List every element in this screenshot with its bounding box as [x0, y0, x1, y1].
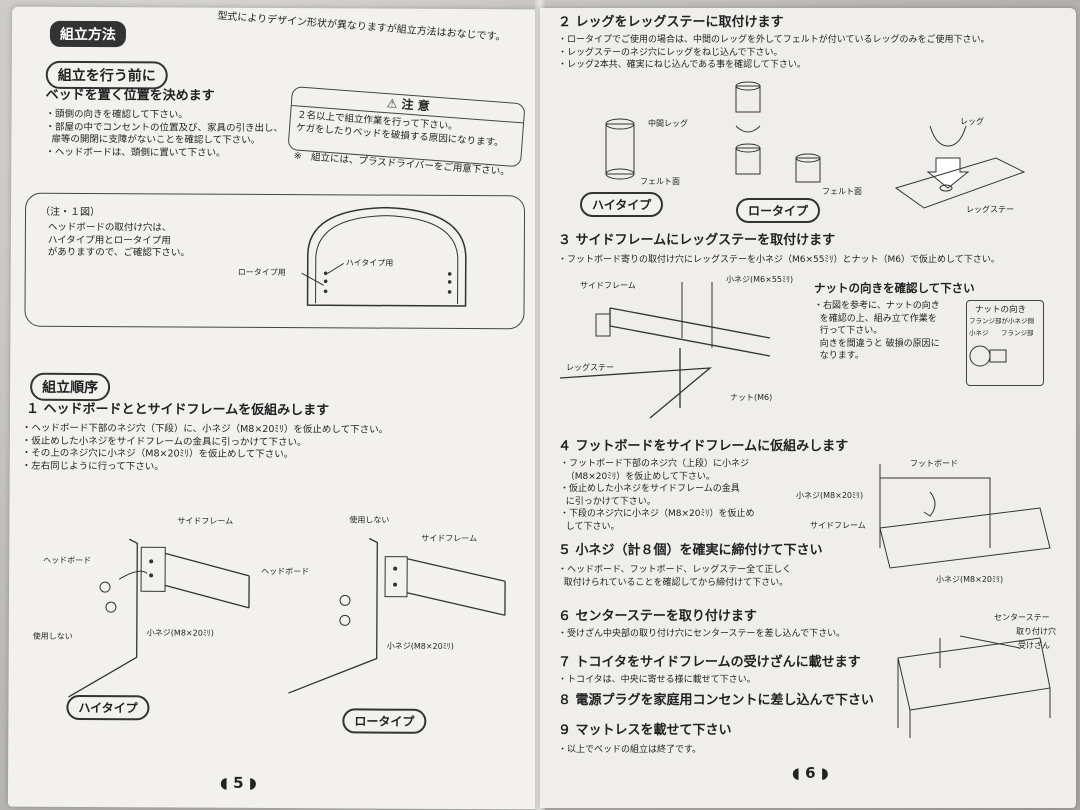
fig-felt-1: フェルト面 — [640, 177, 680, 186]
left-page: 組立方法 型式によりデザイン形状が異なりますが組立方法はおなじです。 組立を行う… — [7, 6, 541, 810]
fig-leg-stay: レッグステー — [966, 205, 1014, 214]
step8-title: ８ 電源プラグを家庭用コンセントに差し込んで下さい — [558, 693, 874, 708]
page-number-right: ◖ 6 ◗ — [792, 764, 829, 782]
fig-felt-2: フェルト面 — [822, 187, 862, 196]
nut-text: ・右図を参考に、ナットの向き を確認の上、組み立て作業を 行って下さい。 向きを… — [814, 301, 940, 361]
step9-bullet: ・以上でベッドの組立は終了です。 — [558, 745, 702, 755]
nut-title: ナットの向きを確認して下さい — [814, 281, 975, 295]
step5-bullets: ・ヘッドボード、フットボード、レッグステー全て正しく 取付けられていることを確認… — [558, 565, 792, 588]
nut-small-screw: 小ネジ — [969, 329, 989, 337]
fig-screw-high: 小ネジ(M8×20ﾐﾘ) — [146, 628, 214, 638]
step2-title: ２ レッグをレッグステーに取付けます — [558, 15, 784, 30]
fig6-hole: 取り付け穴 — [1016, 627, 1056, 636]
note-box: （注・１図） ヘッドボードの取付け穴は、 ハイタイプ用とロータイプ用 があります… — [24, 192, 526, 330]
low-type-label: ロータイプ — [342, 708, 427, 734]
page-number-left: ◖ 5 ◗ — [219, 773, 257, 792]
step4-title: ４ フットボードをサイドフレームに仮組みします — [558, 439, 849, 454]
fig3-nut: ナット(M6) — [730, 393, 773, 402]
step5-title: ５ 小ネジ（計８個）を確実に締付けて下さい — [558, 543, 823, 558]
fig-middle-leg: 中間レッグ — [648, 119, 688, 128]
fig-leg: レッグ — [960, 117, 984, 126]
fig-side-frame-low: サイドフレーム — [421, 533, 478, 544]
step2-bullets: ・ロータイプでご使用の場合は、中間のレッグを外してフェルトが付いているレッグのみ… — [558, 35, 990, 70]
fig3-leg-stay: レッグステー — [566, 363, 614, 372]
fig6-center-stay: センターステー — [994, 613, 1050, 622]
step3-title: ３ サイドフレームにレッグステーを取付けます — [558, 233, 836, 248]
fig3-screw: 小ネジ(M6×55ﾐﾘ) — [726, 275, 794, 284]
fig6-rail: 受けざん — [1018, 641, 1050, 650]
fig4-screw: 小ネジ(M8×20ﾐﾘ) — [796, 491, 864, 500]
fig-headboard-high: ヘッドボード — [43, 555, 92, 566]
step3-bullet: ・フットボード寄りの取付け穴にレッグステーを小ネジ（M6×55ﾐﾘ）とナット（M… — [558, 255, 1000, 265]
low-type-label-right: ロータイプ — [736, 198, 821, 223]
step4-bullets: ・フットボード下部のネジ穴（上段）に小ネジ （M8×20ﾐﾘ）を仮止めして下さい… — [560, 459, 755, 532]
leg-figures — [559, 81, 1051, 738]
step7-bullet: ・トコイタは、中央に寄せる様に載せて下さい。 — [558, 675, 756, 685]
nut-flange: フランジ部 — [1001, 329, 1034, 337]
fig-screw-low: 小ネジ(M8×20ﾐﾘ) — [386, 641, 454, 651]
step7-title: ７ トコイタをサイドフレームの受けざんに載せます — [558, 655, 861, 670]
high-type-label-right: ハイタイプ — [580, 192, 664, 217]
nut-box-title: ナットの向き — [975, 305, 1027, 315]
fig-side-frame-high: サイドフレーム — [177, 516, 234, 526]
fig-headboard-low: ヘッドボード — [261, 566, 310, 577]
fig-unused-low: 使用しない — [349, 515, 390, 525]
fig3-side-frame: サイドフレーム — [580, 281, 636, 290]
fig-unused-high: 使用しない — [32, 631, 73, 641]
fig4-footboard: フットボード — [910, 459, 958, 468]
headboard-figure — [301, 206, 467, 307]
step9-title: ９ マットレスを載せて下さい — [558, 723, 732, 738]
step1-figures — [68, 537, 506, 698]
fig4-screw-2: 小ネジ(M8×20ﾐﾘ) — [936, 575, 1004, 584]
fig4-side-frame: サイドフレーム — [810, 521, 866, 530]
high-type-label: ハイタイプ — [66, 694, 150, 721]
nut-box-sub: フランジ部が小ネジ側 — [969, 317, 1034, 325]
step6-bullet: ・受けざん中央部の取り付け穴にセンターステーを差し込んで下さい。 — [558, 629, 846, 639]
step6-title: ６ センターステーを取り付けます — [558, 609, 757, 624]
nut-box: ナットの向き フランジ部が小ネジ側 小ネジ フランジ部 — [966, 300, 1044, 386]
right-page: ２ レッグをレッグステーに取付けます ・ロータイプでご使用の場合は、中間のレッグ… — [540, 8, 1076, 808]
